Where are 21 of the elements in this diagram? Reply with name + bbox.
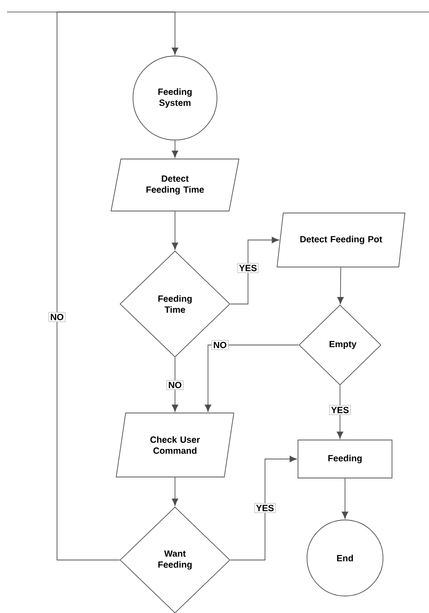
- input-parallelogram: Check User Command: [116, 412, 234, 478]
- arrow: [56, 12, 178, 560]
- edge-label: YES: [254, 503, 276, 513]
- arrow: [172, 477, 178, 506]
- arrow: [172, 357, 178, 412]
- arrow: [204, 344, 299, 412]
- edge-label: NO: [166, 380, 184, 390]
- edge-label: YES: [329, 405, 351, 415]
- arrow: [172, 140, 178, 158]
- arrow: [336, 385, 344, 439]
- arrow: [337, 267, 344, 304]
- input-parallelogram: Detect Feeding Pot: [276, 212, 406, 268]
- edge-label: NO: [212, 340, 228, 350]
- process-box: Feeding: [298, 440, 392, 478]
- arrow: [342, 478, 348, 519]
- input-parallelogram: Detect Feeding Time: [110, 158, 240, 212]
- edge-label: NO: [48, 312, 66, 322]
- arrow: [172, 211, 178, 250]
- arrow: [230, 236, 279, 304]
- edge-label: YES: [237, 263, 259, 273]
- arrow: [230, 456, 297, 560]
